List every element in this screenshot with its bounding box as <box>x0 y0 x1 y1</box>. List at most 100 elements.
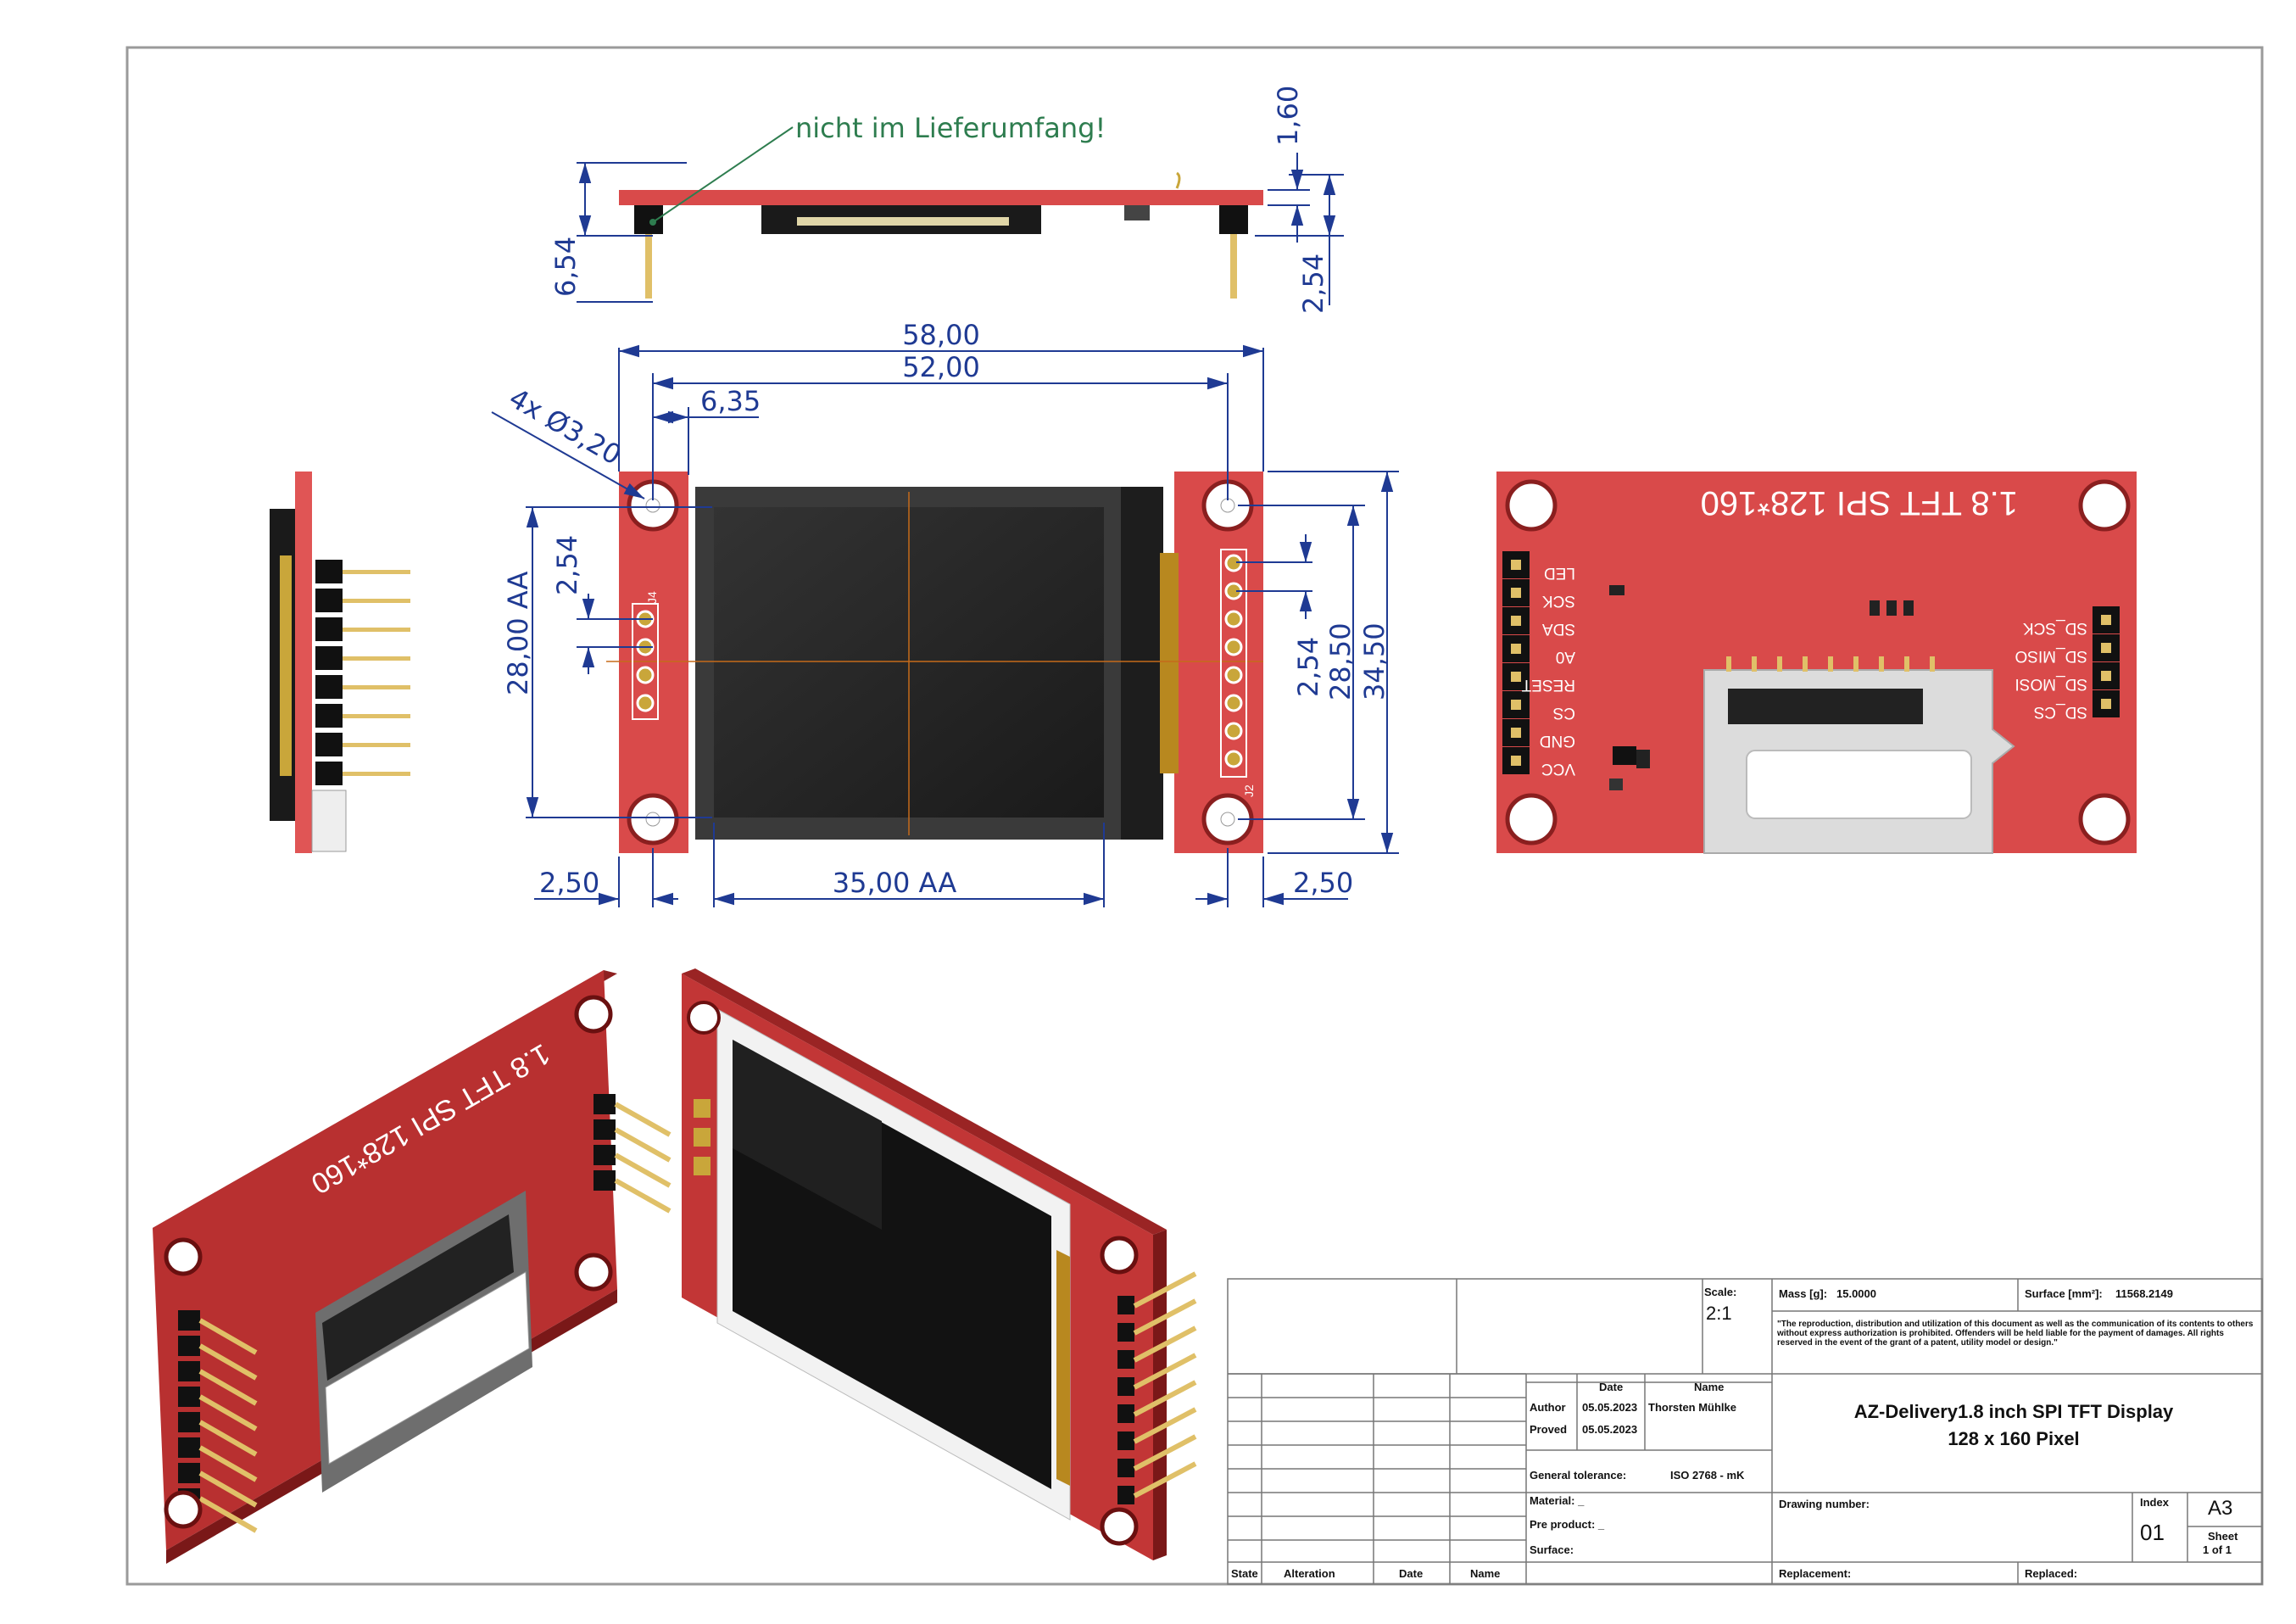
iso-pin <box>614 1127 672 1163</box>
pin-label: GND <box>1540 732 1575 750</box>
iso-pin <box>614 1178 672 1214</box>
pcb-strip-right <box>1174 472 1263 853</box>
iso-pin <box>1133 1407 1197 1444</box>
dim-header-offset: 6,35 <box>653 385 761 475</box>
header-pin-housing <box>315 617 343 641</box>
header-pin-tip <box>1511 756 1521 766</box>
pin-label: A0 <box>1556 648 1575 666</box>
svg-text:35,00 AA: 35,00 AA <box>833 867 957 899</box>
silk-title: 1.8 TFT SPI 128*160 <box>1701 484 2018 522</box>
iso-pad <box>694 1157 711 1175</box>
svg-text:28,50: 28,50 <box>1324 622 1357 700</box>
back-view: 1.8 TFT SPI 128*160 LEDSCKSDAA0RESETCSGN… <box>1496 472 2137 854</box>
pin-left-side <box>645 234 652 299</box>
header-pin-tip <box>2101 671 2111 681</box>
svg-text:Alteration: Alteration <box>1284 1567 1335 1580</box>
iso-pin <box>198 1343 258 1381</box>
svg-text:Surface:: Surface: <box>1530 1543 1574 1556</box>
svg-text:Mass [g]:: Mass [g]: <box>1779 1287 1827 1300</box>
header-j4 <box>632 603 659 720</box>
iso-pin <box>1133 1298 1197 1336</box>
svg-text:15.0000: 15.0000 <box>1836 1287 1876 1300</box>
svg-text:Drawing number:: Drawing number: <box>1779 1498 1870 1510</box>
svg-text:State: State <box>1231 1567 1258 1580</box>
header-pad <box>1224 610 1243 628</box>
iso-header-pin <box>178 1336 200 1356</box>
header-pin <box>343 599 410 603</box>
svg-text:6,35: 6,35 <box>700 385 761 417</box>
note-not-included: nicht im Lieferumfang! <box>795 112 1106 144</box>
svg-text:Date: Date <box>1399 1567 1423 1580</box>
iso-pin <box>198 1496 258 1533</box>
sd-contact <box>1828 656 1833 672</box>
header-pad <box>1224 750 1243 768</box>
header-pin-tip <box>2101 615 2111 625</box>
svg-text:Sheet: Sheet <box>2208 1530 2238 1543</box>
iso-header-pin <box>1117 1431 1134 1450</box>
svg-text:05.05.2023: 05.05.2023 <box>1582 1401 1637 1414</box>
header-pin <box>343 570 410 574</box>
iso-header-pin <box>178 1463 200 1483</box>
iso-pin <box>1133 1434 1197 1471</box>
format-value: A3 <box>2208 1497 2232 1520</box>
header-pin <box>343 685 410 689</box>
iso-pin <box>614 1152 672 1188</box>
iso-pin <box>198 1420 258 1457</box>
svg-text:28,00 AA: 28,00 AA <box>502 571 534 695</box>
mounting-hole <box>2078 793 2131 845</box>
header-pin-tip <box>1511 616 1521 626</box>
mounting-hole <box>627 793 679 845</box>
pcb-strip-left <box>619 472 688 853</box>
iso-header-pin <box>594 1119 616 1140</box>
svg-text:2,54: 2,54 <box>1292 637 1324 697</box>
pin-right-side <box>1230 234 1237 299</box>
pin-label: RESET <box>1521 676 1575 694</box>
iso-back-view: 1.8 TFT SPI 128*160 <box>153 970 672 1564</box>
pin-label: VCC <box>1541 760 1575 778</box>
header-pad <box>636 666 655 684</box>
iso-header-pin <box>178 1437 200 1458</box>
header-pin <box>343 628 410 632</box>
header-pin-housing <box>315 646 343 670</box>
iso-header-pin <box>1117 1486 1134 1504</box>
svg-text:Author: Author <box>1530 1401 1566 1414</box>
note-leader <box>649 126 794 226</box>
header-pin-tip <box>1511 700 1521 710</box>
iso-header-pin <box>594 1145 616 1165</box>
header-pin-housing <box>315 762 343 785</box>
pcb-profile <box>295 472 312 853</box>
iso-pin <box>198 1445 258 1482</box>
mounting-hole <box>1505 479 1558 532</box>
header-pin <box>343 714 410 718</box>
dim-pin-length-right: 2,54 <box>1255 174 1344 314</box>
iso-header-pin <box>1117 1323 1134 1342</box>
label-j2: J2 <box>1242 784 1256 797</box>
iso-pin <box>1133 1380 1197 1417</box>
header-pin <box>343 743 410 747</box>
svg-text:58,00: 58,00 <box>902 319 980 351</box>
legal-notice: "The reproduction, distribution and util… <box>1777 1320 2254 1348</box>
pcb-edge <box>619 190 1263 205</box>
svg-text:2,50: 2,50 <box>1293 867 1353 899</box>
header-pin-housing <box>315 675 343 699</box>
svg-text:1 of 1: 1 of 1 <box>2203 1543 2232 1556</box>
dim-margin-left: 2,50 <box>534 848 678 907</box>
svg-text:2,54: 2,54 <box>1297 254 1329 314</box>
iso-header-pin <box>1117 1296 1134 1314</box>
dim-height-total: 34,50 <box>1268 471 1399 854</box>
sd-contacts <box>1726 656 1935 672</box>
header-left-side <box>634 205 663 234</box>
iso-pad <box>694 1099 711 1118</box>
header-pin-tip <box>1511 644 1521 654</box>
svg-text:52,00: 52,00 <box>902 351 980 383</box>
mounting-hole <box>2078 479 2131 532</box>
index-value: 01 <box>2140 1520 2165 1545</box>
sd-contact <box>1879 656 1884 672</box>
svg-text:6,54: 6,54 <box>549 237 582 297</box>
iso-header-pin <box>594 1094 616 1114</box>
svg-text:Proved: Proved <box>1530 1423 1567 1436</box>
header-pin-housing <box>315 589 343 612</box>
back-header-left <box>1502 551 1530 774</box>
